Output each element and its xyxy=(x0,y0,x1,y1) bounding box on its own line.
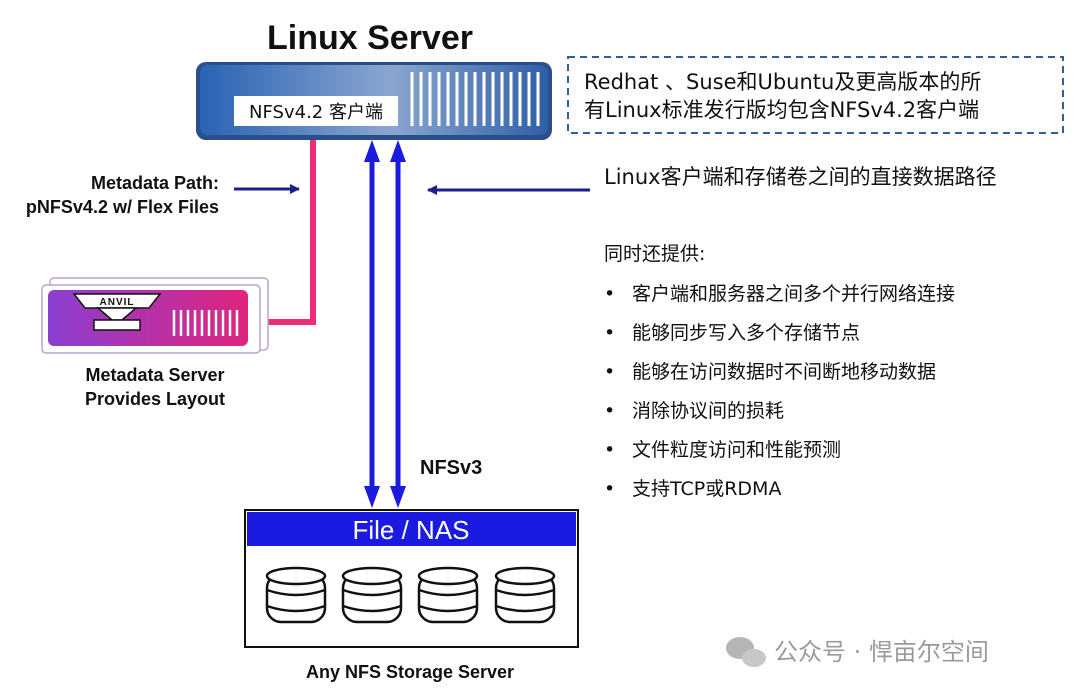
callout-line-2: 有Linux标准发行版均包含NFSv4.2客户端 xyxy=(584,98,979,122)
features-list: 同时还提供: • 客户端和服务器之间多个并行网络连接 • 能够同步写入多个存储节… xyxy=(604,243,955,500)
list-item: 能够同步写入多个存储节点 xyxy=(632,322,860,344)
bullet-icon: • xyxy=(604,400,615,422)
wechat-icon xyxy=(726,637,766,667)
nas-storage-box: File / NAS xyxy=(244,509,579,648)
metadata-path-label: Metadata Path: xyxy=(91,173,219,193)
page-title: Linux Server xyxy=(267,19,473,57)
distro-callout: Redhat 、Suse和Ubuntu及更高版本的所 有Linux标准发行版均包… xyxy=(567,56,1064,134)
watermark-text: 公众号 · 悍亩尔空间 xyxy=(774,638,989,666)
metadata-server-unit: ANVIL xyxy=(41,277,269,354)
bullet-icon: • xyxy=(604,322,615,344)
metadata-vent-icon xyxy=(172,310,239,336)
disk-icon xyxy=(494,566,556,624)
anvil-logo-icon: ANVIL xyxy=(72,293,162,331)
client-label: NFSv4.2 客户端 xyxy=(249,102,383,123)
protocol-label: NFSv3 xyxy=(420,457,482,479)
metadata-path-protocol: pNFSv4.2 w/ Flex Files xyxy=(26,197,219,217)
list-item: 消除协议间的损耗 xyxy=(632,400,784,422)
anvil-label: ANVIL xyxy=(100,297,135,308)
server-vent-icon xyxy=(410,72,540,126)
callout-line-1: Redhat 、Suse和Ubuntu及更高版本的所 xyxy=(584,70,981,94)
list-item: 能够在访问数据时不间断地移动数据 xyxy=(632,361,936,383)
disk-icon xyxy=(417,566,479,624)
disk-icon xyxy=(341,566,403,624)
disk-icon xyxy=(265,566,327,624)
metadata-connection-line xyxy=(248,140,316,325)
watermark: 公众号 · 悍亩尔空间 xyxy=(726,637,989,667)
list-item: 文件粒度访问和性能预测 xyxy=(632,439,841,461)
metadata-server-caption: Metadata Server xyxy=(85,365,224,385)
nfs-data-arrows xyxy=(364,140,406,508)
list-item: 客户端和服务器之间多个并行网络连接 xyxy=(632,283,955,305)
linux-server-unit: NFSv4.2 客户端 xyxy=(196,62,552,140)
nas-header: File / NAS xyxy=(352,515,469,545)
bullet-icon: • xyxy=(604,478,615,500)
direct-path-text: Linux客户端和存储卷之间的直接数据路径 xyxy=(604,165,997,189)
features-heading: 同时还提供: xyxy=(604,243,705,265)
bullet-icon: • xyxy=(604,283,615,305)
metadata-server-caption-2: Provides Layout xyxy=(85,389,225,409)
nas-caption: Any NFS Storage Server xyxy=(306,662,514,682)
list-item: 支持TCP或RDMA xyxy=(632,478,781,500)
bullet-icon: • xyxy=(604,361,615,383)
bullet-icon: • xyxy=(604,439,615,461)
